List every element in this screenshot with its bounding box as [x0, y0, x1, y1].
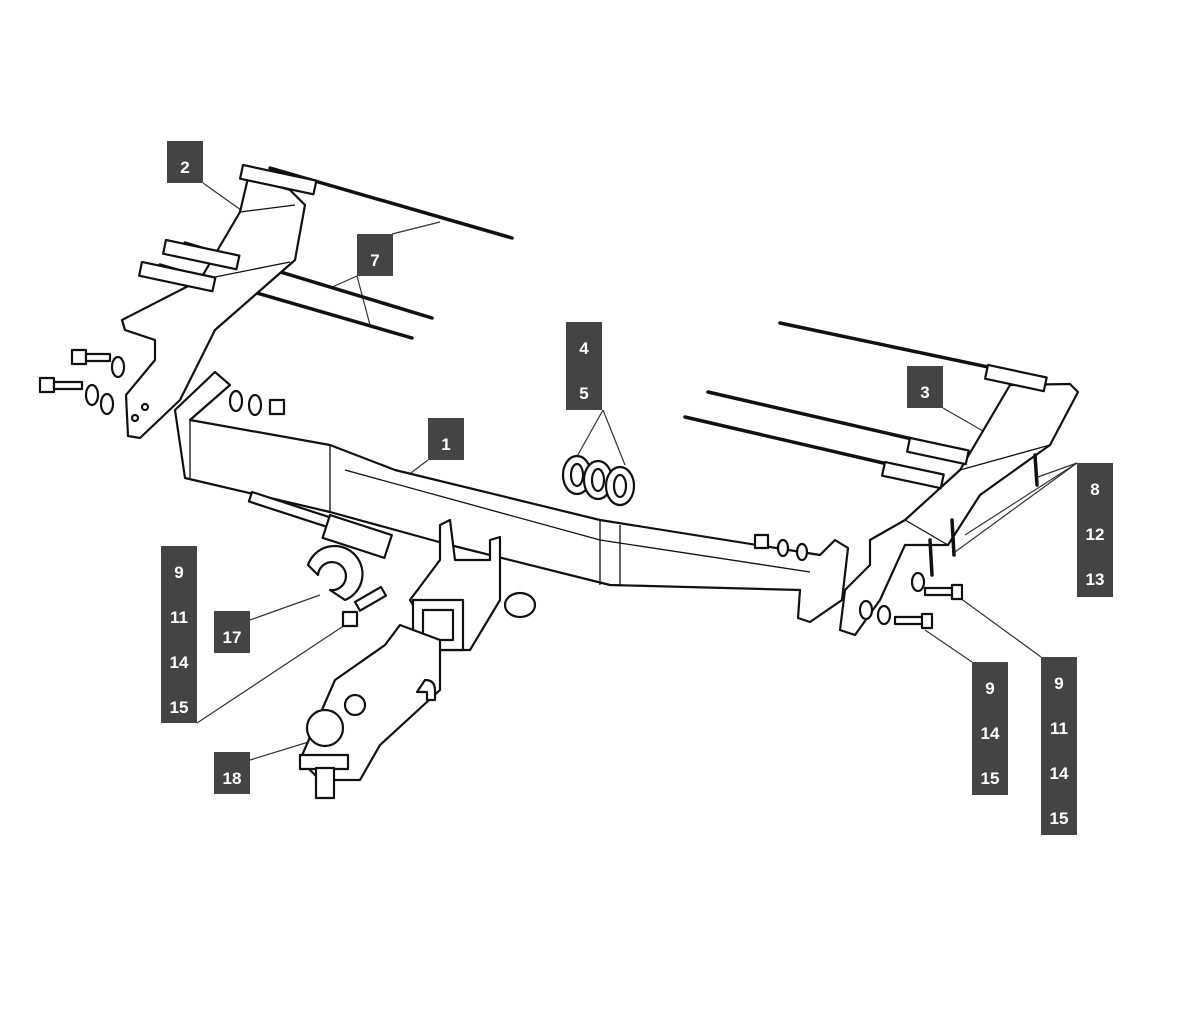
part-number: 11	[1050, 719, 1068, 738]
leader-lines	[196, 182, 1078, 761]
label-18: 18	[214, 752, 250, 794]
part-number: 14	[980, 724, 1000, 743]
label-9-14-15: 9 14 15	[972, 662, 1008, 795]
part-number: 11	[170, 608, 188, 627]
spacers	[561, 454, 636, 507]
right-bolts	[753, 533, 964, 630]
part-number: 9	[1054, 674, 1064, 693]
part-number: 7	[370, 251, 380, 270]
part-number: 15	[169, 698, 189, 717]
part-number: 9	[985, 679, 995, 698]
part-number: 9	[174, 563, 184, 582]
part-number: 15	[980, 769, 1000, 788]
label-9-11-14-15-right: 9 11 14 15	[1041, 657, 1077, 835]
right-bracket	[838, 363, 1080, 637]
part-number: 15	[1049, 809, 1069, 828]
part-number: 12	[1085, 525, 1105, 544]
part-number: 17	[222, 628, 242, 647]
label-2: 2	[167, 141, 203, 183]
part-number: 1	[441, 435, 451, 454]
left-bolts	[38, 348, 286, 417]
part-number: 14	[1049, 764, 1069, 783]
part-number: 4	[579, 339, 589, 358]
part-number: 2	[180, 158, 190, 177]
label-1: 1	[428, 418, 464, 460]
part-number: 5	[579, 384, 589, 403]
receiver-hitch	[247, 490, 537, 800]
label-9-11-14-15-left: 9 11 14 15	[161, 546, 197, 723]
part-number: 13	[1085, 570, 1105, 589]
label-8-12-13: 8 12 13	[1077, 463, 1113, 597]
part-number: 18	[222, 769, 242, 788]
label-7: 7	[357, 234, 393, 276]
part-number: 3	[920, 383, 930, 402]
label-4-5: 4 5	[566, 322, 602, 410]
label-17: 17	[214, 611, 250, 653]
left-bracket	[120, 163, 318, 440]
part-number: 14	[169, 653, 189, 672]
label-3: 3	[907, 366, 943, 408]
part-number: 8	[1090, 480, 1100, 499]
